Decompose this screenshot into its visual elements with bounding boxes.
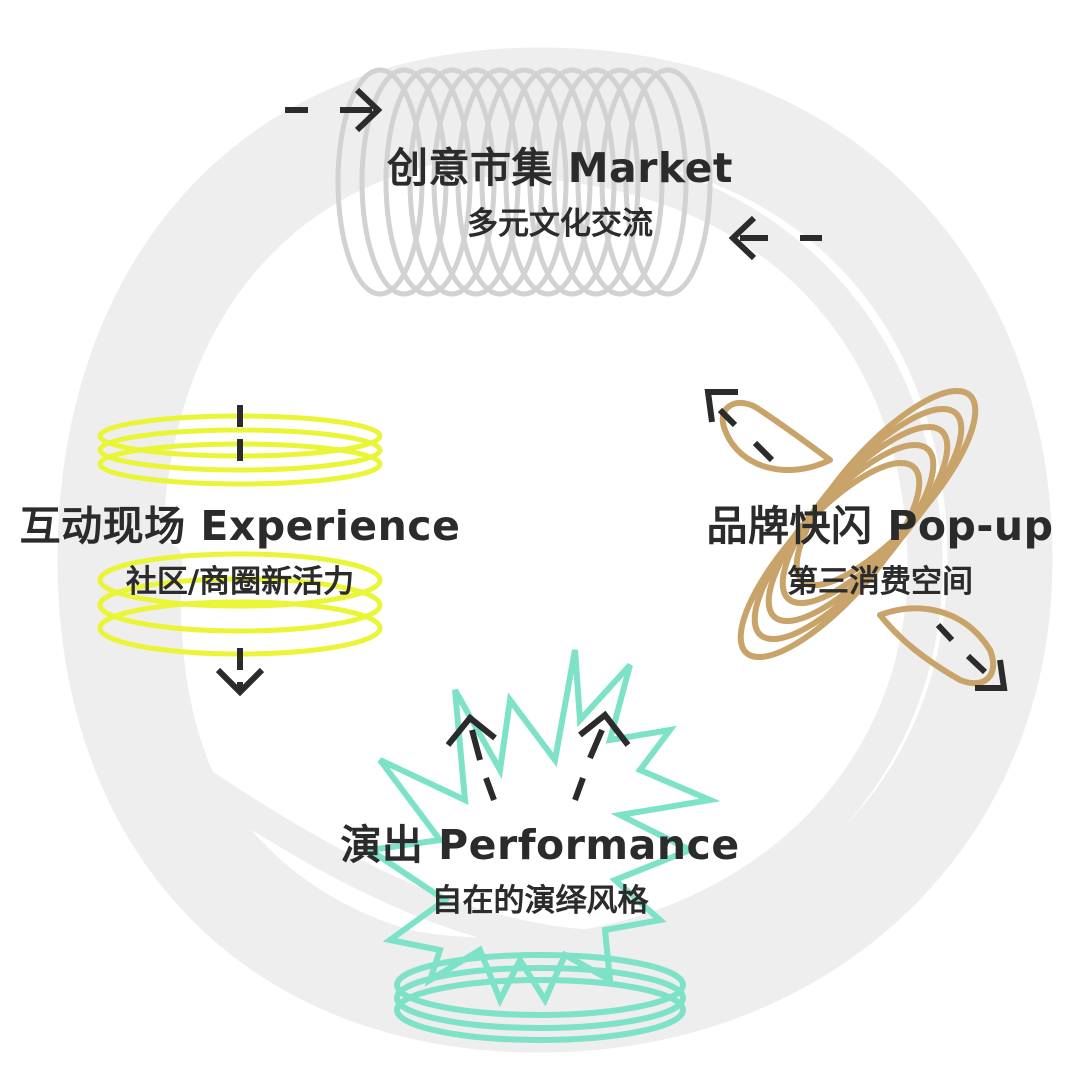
popup-arrowhead-bottom [975,659,1008,691]
market-coil-loop [383,67,473,297]
market-coil-loop [359,67,449,297]
market-coil-loop [431,67,521,297]
market-coil [335,67,713,297]
performance-arrowhead-left [445,713,497,747]
market-coil-loop [479,67,569,297]
popup-title: 品牌快闪 Pop-up [706,502,1054,550]
market-coil-loop [503,67,593,297]
market-arrows [285,87,822,261]
experience-arrowhead [215,667,265,697]
market-coil-loop [407,67,497,297]
market-subtitle: 多元文化交流 [467,206,653,242]
popup-arrows [704,389,1008,691]
experience-rings [97,413,383,657]
market-coil-loop [455,67,545,297]
popup-arrowhead-top [704,389,738,423]
popup-subtitle: 第三消费空间 [787,564,973,600]
popup-shape [719,387,997,687]
performance-burst [361,649,721,1008]
market-coil-loop [599,67,689,297]
market-arrowhead-out [728,215,757,261]
background-ring [57,47,1053,1053]
performance-arrowhead-right [578,710,631,747]
popup-leaf-bottom [877,605,997,687]
experience-title: 互动现场 Experience [19,502,461,550]
popup-coil-loop [793,387,979,589]
experience-arrow [215,405,265,697]
market-coil-loop [575,67,665,297]
market-arrowhead-in [354,87,383,133]
market-coil-loop [623,67,713,297]
market-coil-loop [527,67,617,297]
experience-subtitle: 社区/商圈新活力 [125,564,355,600]
market-title: 创意市集 Market [386,144,734,192]
performance-shape [361,649,721,1043]
performance-title: 演出 Performance [340,821,740,869]
performance-subtitle: 自在的演绎风格 [431,883,649,919]
performance-arrows [445,710,631,802]
popup-leaf-top [719,399,833,473]
market-coil-loop [335,67,425,297]
market-coil-loop [551,67,641,297]
